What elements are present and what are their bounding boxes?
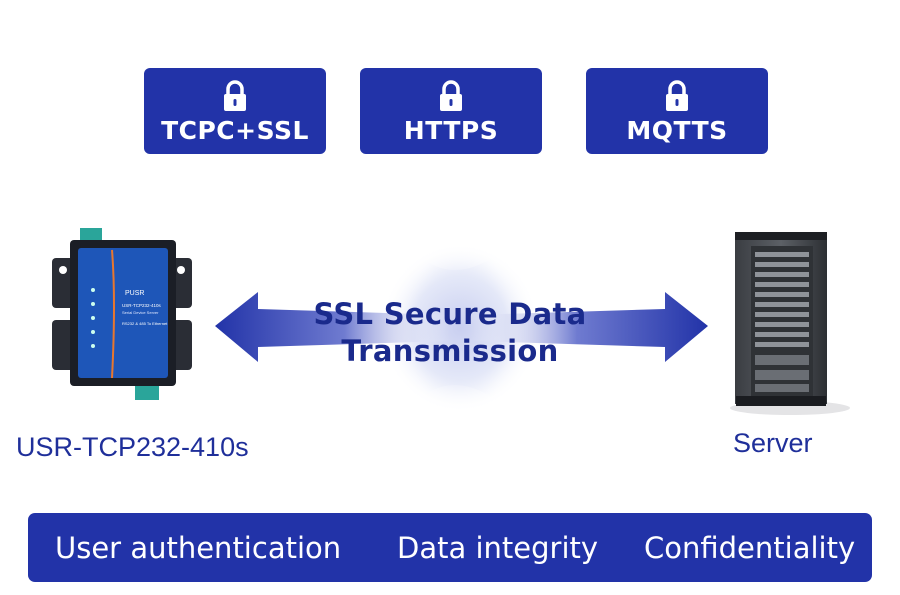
protocol-label: TCPC+SSL xyxy=(161,116,309,145)
lock-icon xyxy=(440,80,462,111)
server-label: Server xyxy=(733,428,813,458)
protocol-box-mqtts: MQTTS xyxy=(586,68,768,154)
device-image: PUSR USR-TCP232-410s Serial Device Serve… xyxy=(52,228,192,400)
feature-user-authentication: User authentication xyxy=(55,531,342,565)
device-brand-text: PUSR xyxy=(125,290,144,297)
right-arrow xyxy=(470,292,708,362)
protocol-box-tcpc-ssl: TCPC+SSL xyxy=(144,68,326,154)
protocol-box-https: HTTPS xyxy=(360,68,542,154)
lock-icon xyxy=(666,80,688,111)
left-arrow xyxy=(215,292,450,362)
lock-icon xyxy=(224,80,246,111)
features-bar xyxy=(28,513,872,582)
feature-confidentiality: Confidentiality xyxy=(644,531,856,565)
server-image xyxy=(730,232,850,415)
feature-data-integrity: Data integrity xyxy=(397,531,599,565)
transmission-title-line2: Transmission xyxy=(341,334,559,368)
device-subtitle-text: Serial Device Server xyxy=(122,310,159,315)
protocol-label: MQTTS xyxy=(626,116,728,145)
device-model-text: USR-TCP232-410s xyxy=(122,303,162,308)
transmission-glow-core xyxy=(380,243,540,413)
protocol-label: HTTPS xyxy=(403,116,499,145)
transmission-title-line1: SSL Secure Data xyxy=(313,297,587,331)
device-desc-text: RS232 & 485 To Ethernet xyxy=(122,321,168,326)
device-label: USR-TCP232-410s xyxy=(16,432,249,462)
